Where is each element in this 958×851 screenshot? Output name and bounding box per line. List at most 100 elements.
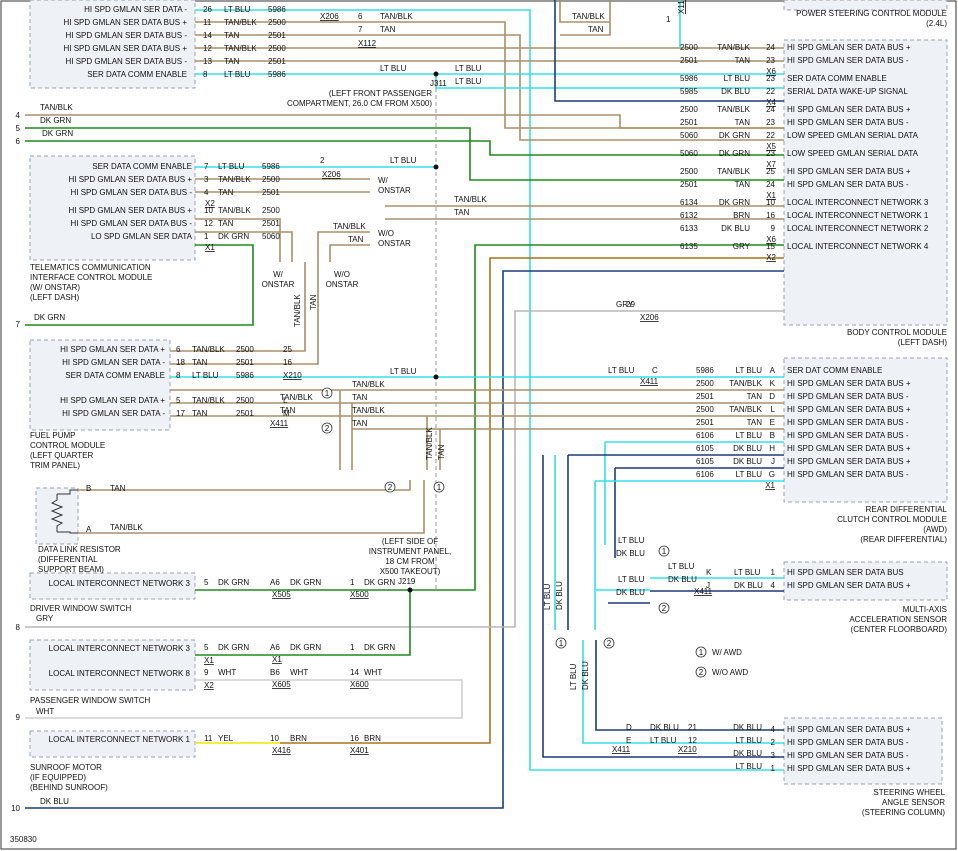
telematics-pin-label: LO SPD GMLAN SER DATA — [91, 232, 193, 241]
wo-onstar-caption-2: ONSTAR — [378, 239, 411, 248]
power-steering-box — [783, 0, 948, 11]
telematics-connector: X2 — [205, 199, 215, 208]
rear-wire-color: LT BLU — [736, 366, 763, 375]
top-left-circuit: 2501 — [268, 31, 286, 40]
wire-color-vertical: DK BLU — [555, 581, 564, 610]
rear-diff-caption: CLUTCH CONTROL MODULE — [837, 515, 947, 524]
bcm-circuit: 2500 — [680, 167, 698, 176]
lin-x-pin: A6 — [270, 578, 280, 587]
w-onstar-caption-2: W/ — [378, 176, 389, 185]
legend-circle-number: 2 — [699, 668, 704, 677]
bcm-pin: 22 — [766, 87, 775, 96]
rear-differential-box — [783, 357, 948, 503]
passenger-window-switch-box — [29, 639, 196, 691]
lin-x-connector: X401 — [350, 746, 369, 755]
bcm-pin-label: HI SPD GMLAN SER DATA BUS - — [787, 180, 909, 189]
bcm-connector: X7 — [766, 160, 776, 169]
wire-color-vertical: TAN — [437, 444, 446, 460]
telematics-circuit: 5986 — [262, 162, 280, 171]
gry-label: GRY — [616, 300, 634, 309]
wire-color: TAN/BLK — [572, 12, 605, 21]
lin-wire-color: DK GRN — [364, 643, 395, 652]
fuel-pin: 18 — [176, 358, 185, 367]
passenger-window-caption: PASSENGER WINDOW SWITCH — [30, 696, 151, 705]
sunroof-caption: SUNROOF MOTOR — [30, 763, 102, 772]
lin-wire-color: DK GRN — [290, 578, 321, 587]
telematics-connector: X1 — [205, 243, 215, 252]
option-circle — [321, 387, 333, 399]
w-onstar-caption: W/ — [273, 270, 284, 279]
resistor-pin: A — [86, 525, 92, 534]
left-wire-number: 7 — [16, 320, 21, 329]
bcm-connector: X6 — [766, 67, 776, 76]
x206-pin: 6 — [358, 12, 363, 21]
wire-color: LT BLU — [668, 562, 695, 571]
top-left-pin-label: HI SPD GMLAN SER DATA - — [84, 5, 187, 14]
lin-wire-color: DK GRN — [290, 643, 321, 652]
left-wire-number: 6 — [16, 137, 21, 146]
bcm-pin: 24 — [766, 180, 775, 189]
steer-pin: 2 — [771, 738, 776, 747]
data-link-resistor-caption: SUPPORT BEAM) — [38, 565, 104, 574]
top-left-pin: 8 — [203, 70, 208, 79]
bcm-pin: 23 — [766, 149, 775, 158]
wire-color-vertical: TAN/BLK — [293, 294, 302, 327]
bcm-circuit: 5985 — [680, 87, 698, 96]
x112-pin: 1 — [666, 15, 671, 24]
rear-diff-caption: (REAR DIFFERENTIAL) — [860, 535, 947, 544]
legend-wo-awd: W/O AWD — [712, 668, 748, 677]
wire-color: DK BLU — [616, 588, 645, 597]
bcm-circuit: 6133 — [680, 224, 698, 233]
bcm-pin: 22 — [766, 131, 775, 140]
rear-diff-caption: REAR DIFFERENTIAL — [866, 505, 948, 514]
top-left-circuit: 2500 — [268, 18, 286, 27]
fuel-pin: 17 — [176, 409, 185, 418]
top-left-pin-label: HI SPD GMLAN SER DATA BUS - — [65, 57, 187, 66]
bcm-wire-color: TAN — [735, 118, 751, 127]
fuel-wire-color: TAN/BLK — [192, 345, 225, 354]
lin-x-connector: X1 — [272, 655, 282, 664]
bcm-pin-label: LOCAL INTERCONNECT NETWORK 4 — [787, 242, 929, 251]
wire-color-vertical: LT BLU — [569, 663, 578, 690]
lin-x-pin: 14 — [350, 668, 359, 677]
left-wire-number: 4 — [16, 111, 21, 120]
rear-pin-label: HI SPD GMLAN SER DATA BUS + — [787, 405, 911, 414]
top-left-wire-color: TAN/BLK — [224, 18, 257, 27]
wo-onstar-caption: ONSTAR — [326, 280, 359, 289]
rear-circuit: 2501 — [696, 418, 714, 427]
x206-connector: X206 — [320, 12, 339, 21]
bcm-wire-color: DK GRN — [719, 149, 750, 158]
top-left-wire-color: LT BLU — [224, 70, 251, 79]
bcm-pin-label: HI SPD GMLAN SER DATA BUS - — [787, 56, 909, 65]
lin-wire-color: DK GRN — [364, 578, 395, 587]
lin-x-connector: X416 — [272, 746, 291, 755]
steer-x-pin: 21 — [688, 723, 697, 732]
multi-x-pin: K — [706, 568, 712, 577]
steer-wire-color: DK BLU — [733, 749, 762, 758]
bcm-pin: 23 — [766, 118, 775, 127]
bcm-pin-label: HI SPD GMLAN SER DATA BUS - — [787, 118, 909, 127]
telematics-pin: 1 — [204, 232, 209, 241]
wo-onstar-caption-2: W/O — [378, 229, 394, 238]
steer-x-pin: E — [626, 736, 631, 745]
steer-wire-color: LT BLU — [736, 762, 763, 771]
bcm-connector: X5 — [766, 142, 776, 151]
option-circle-number: 2 — [662, 604, 667, 613]
wire-color: LT BLU — [608, 366, 635, 375]
lin-wire-color: WHT — [290, 668, 308, 677]
steer-pin-label: HI SPD GMLAN SER DATA BUS - — [787, 738, 909, 747]
rear-pin-label: HI SPD GMLAN SER DATA BUS - — [787, 392, 909, 401]
bcm-pin: 23 — [766, 74, 775, 83]
telematics-wire-color: DK GRN — [218, 232, 249, 241]
lin-wire-color: BRN — [364, 734, 381, 743]
fuel-x-pin: L — [283, 396, 288, 405]
wire-color: TAN/BLK — [280, 393, 313, 402]
tele-x206-connector: X206 — [322, 170, 341, 179]
splice-dot-ltblu — [433, 164, 439, 170]
rear-pin: D — [769, 392, 775, 401]
lin-wire-color: WHT — [364, 668, 382, 677]
lin-wire-color: YEL — [218, 734, 234, 743]
sunroof-caption: (IF EQUIPPED) — [30, 773, 86, 782]
wire-color-vertical: DK BLU — [581, 661, 590, 690]
